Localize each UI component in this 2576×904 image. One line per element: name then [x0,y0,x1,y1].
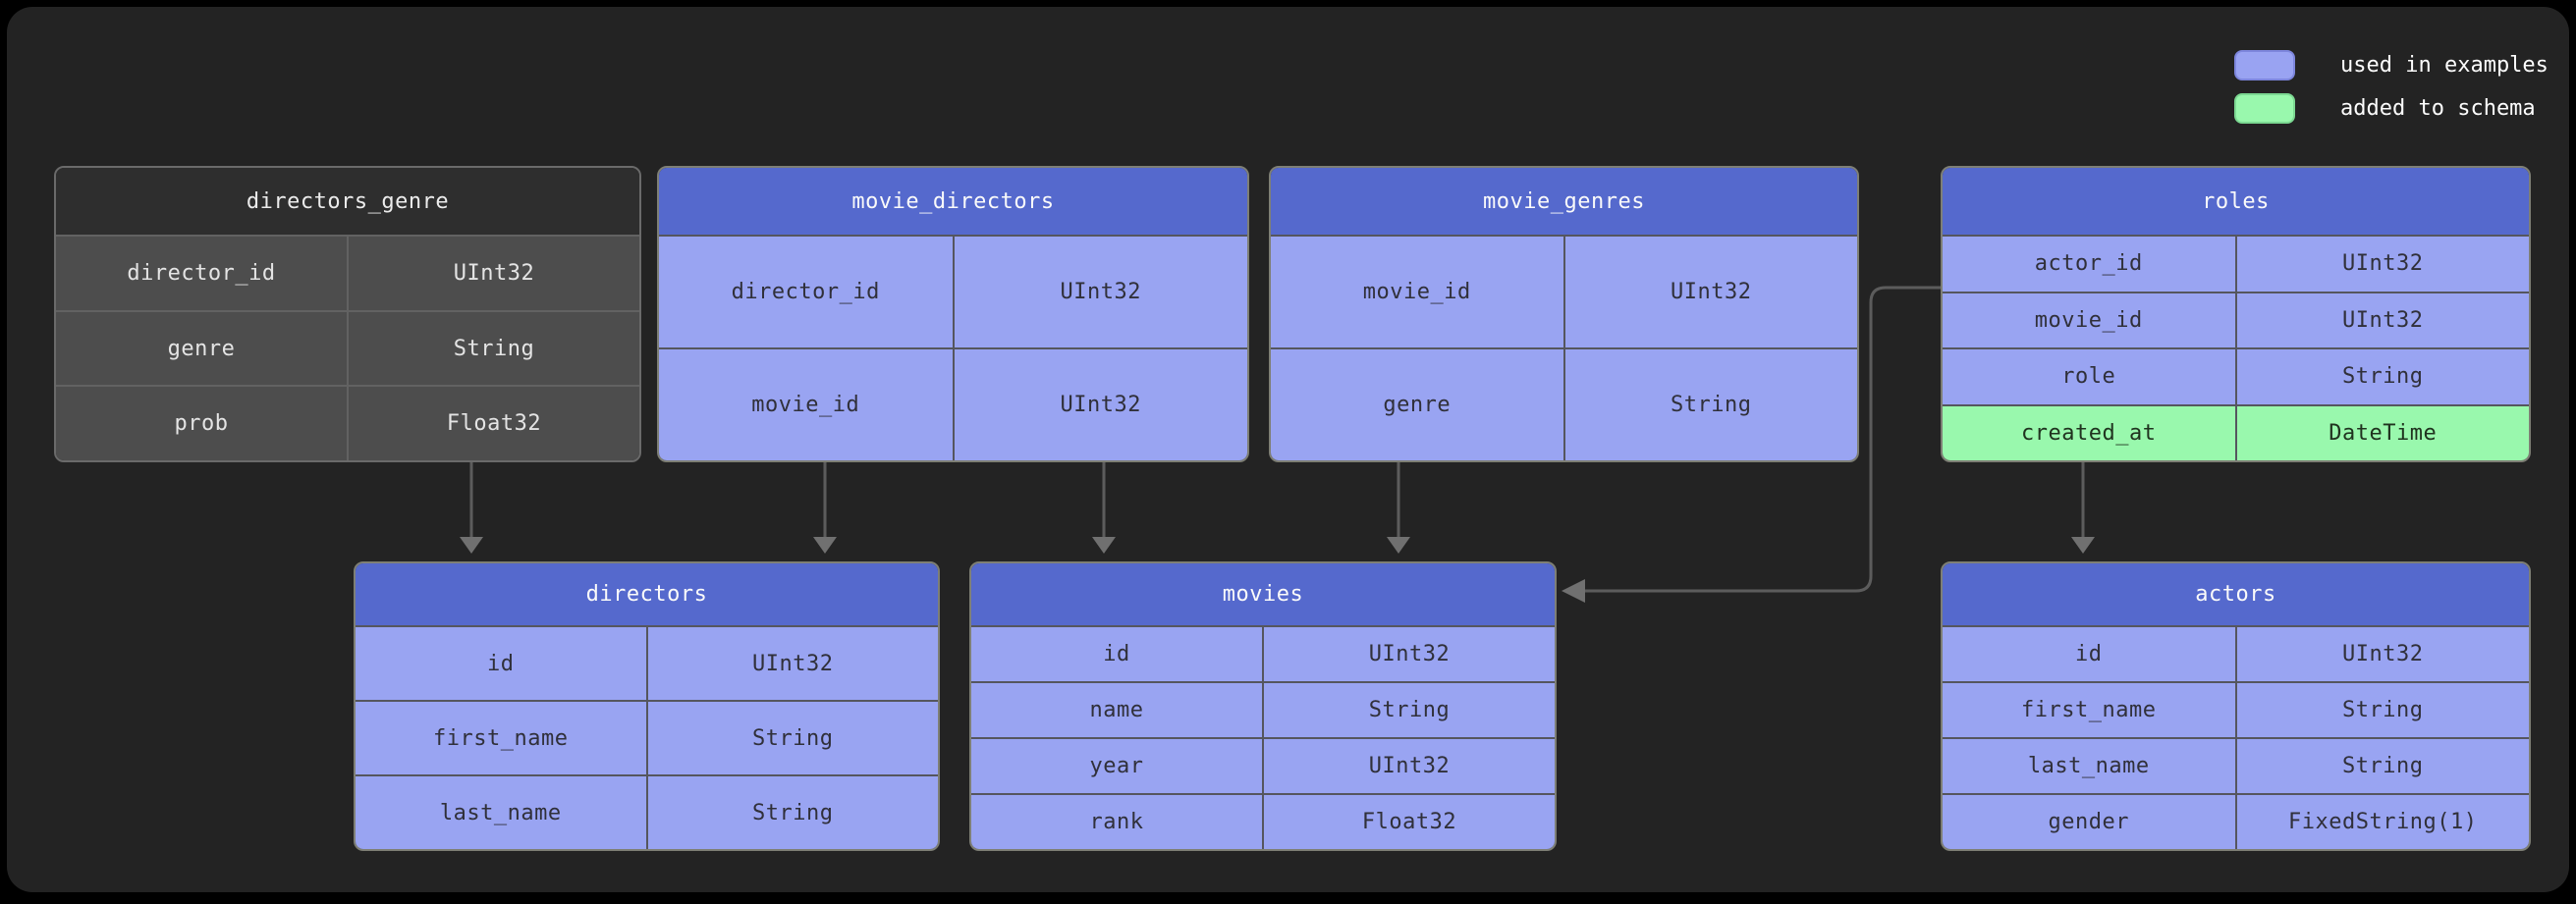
table-actors: actors id UInt32 first_name String last_… [1941,561,2531,851]
column-type-cell: Float32 [347,387,639,460]
legend-label: added to schema [2340,96,2536,121]
column-type-cell: UInt32 [2234,237,2530,292]
column-type-cell: String [645,776,939,849]
column-name-cell: genre [1383,393,1452,417]
table-title: directors [585,582,708,607]
column-type-cell: Float32 [1262,795,1555,849]
table-title: actors [2195,582,2276,607]
table-directors_genre: directors_genre director_id UInt32 genre… [54,166,641,462]
column-type-cell: UInt32 [1562,237,1858,347]
column-type-cell: String [347,311,639,386]
column-type-cell: UInt32 [1262,739,1555,793]
column-name-cell: id [2075,642,2103,666]
column-name-cell: first_name [433,725,569,751]
table-row: movie_id UInt32 [1943,291,2530,347]
table-row: last_name String [356,774,938,849]
table-movies: movies id UInt32 name String year UInt32… [969,561,1557,851]
column-name-cell: first_name [2021,698,2157,722]
column-type-cell: String [645,702,939,774]
column-type-cell: DateTime [2234,405,2530,460]
column-name-cell: director_id [731,280,880,304]
table-roles: roles actor_id UInt32 movie_id UInt32 ro… [1941,166,2531,462]
table-title: directors_genre [246,188,450,214]
column-name-cell: last_name [2027,754,2150,778]
column-name-cell: movie_id [1362,280,1471,304]
table-row: movie_id UInt32 [659,347,1247,460]
column-name-cell: director_id [127,260,276,286]
column-name-cell: movie_id [2034,307,2143,333]
table-title: roles [2202,188,2270,214]
column-name-cell: last_name [439,800,562,825]
table-header: movies [971,563,1555,625]
table-row: prob Float32 [56,385,639,460]
table-row-added-to-schema: created_at DateTime [1943,403,2530,460]
table-row: role String [1943,347,2529,404]
legend-swatch-blue [2234,50,2295,80]
column-name-cell: created_at [2021,420,2157,446]
table-row: year UInt32 [971,737,1555,793]
column-type-cell: String [1262,683,1555,737]
table-row: id UInt32 [356,625,938,700]
table-row: first_name String [1943,681,2529,737]
table-row: director_id UInt32 [659,235,1247,347]
table-header: actors [1943,563,2529,625]
column-name-cell: id [1103,642,1130,666]
table-directors: directors id UInt32 first_name String la… [354,561,940,851]
column-type-cell: UInt32 [645,627,939,700]
column-name-cell: name [1089,698,1144,722]
column-type-cell: UInt32 [2234,292,2530,347]
legend: used in examples added to schema [2234,50,2549,136]
table-row: last_name String [1943,737,2529,793]
column-type-cell: UInt32 [2234,627,2530,681]
table-header: directors [356,563,938,625]
column-name-cell: genre [167,336,236,361]
table-row: rank Float32 [971,793,1555,849]
column-type-cell: UInt32 [952,349,1248,460]
column-name-cell: movie_id [751,393,860,417]
table-row: name String [971,681,1555,737]
column-name-cell: id [487,651,515,676]
column-name-cell: rank [1089,810,1144,834]
table-row: director_id UInt32 [56,235,639,310]
column-name-cell: actor_id [2034,251,2143,277]
table-row: genre String [1271,347,1857,460]
table-row: id UInt32 [1943,625,2529,681]
table-header: movie_directors [659,168,1247,235]
column-name-cell: gender [2048,810,2129,834]
table-header: directors_genre [56,168,639,235]
table-row: movie_id UInt32 [1271,235,1857,347]
legend-swatch-green [2234,93,2295,124]
column-type-cell: UInt32 [1262,627,1555,681]
column-type-cell: UInt32 [347,237,639,310]
column-type-cell: UInt32 [952,237,1248,347]
table-header: roles [1943,168,2529,235]
column-type-cell: String [2234,683,2530,737]
column-type-cell: FixedString(1) [2234,795,2530,849]
column-type-cell: String [2234,349,2530,404]
column-name-cell: year [1089,754,1144,778]
table-row: genre String [56,309,639,386]
table-movie_directors: movie_directors director_id UInt32 movie… [657,166,1249,462]
table-row: actor_id UInt32 [1943,235,2529,292]
legend-item-used-in-examples: used in examples [2234,50,2549,80]
table-row: first_name String [356,700,938,774]
column-type-cell: String [2234,739,2530,793]
table-row: id UInt32 [971,625,1555,681]
column-name-cell: role [2061,364,2116,390]
column-type-cell: String [1562,349,1858,460]
table-row: gender FixedString(1) [1943,793,2529,849]
table-header: movie_genres [1271,168,1857,235]
legend-item-added-to-schema: added to schema [2234,93,2549,124]
table-title: movies [1222,582,1304,607]
table-title: movie_genres [1483,188,1645,214]
table-movie_genres: movie_genres movie_id UInt32 genre Strin… [1269,166,1859,462]
legend-label: used in examples [2340,53,2549,78]
table-title: movie_directors [851,188,1055,214]
column-name-cell: prob [174,411,229,437]
